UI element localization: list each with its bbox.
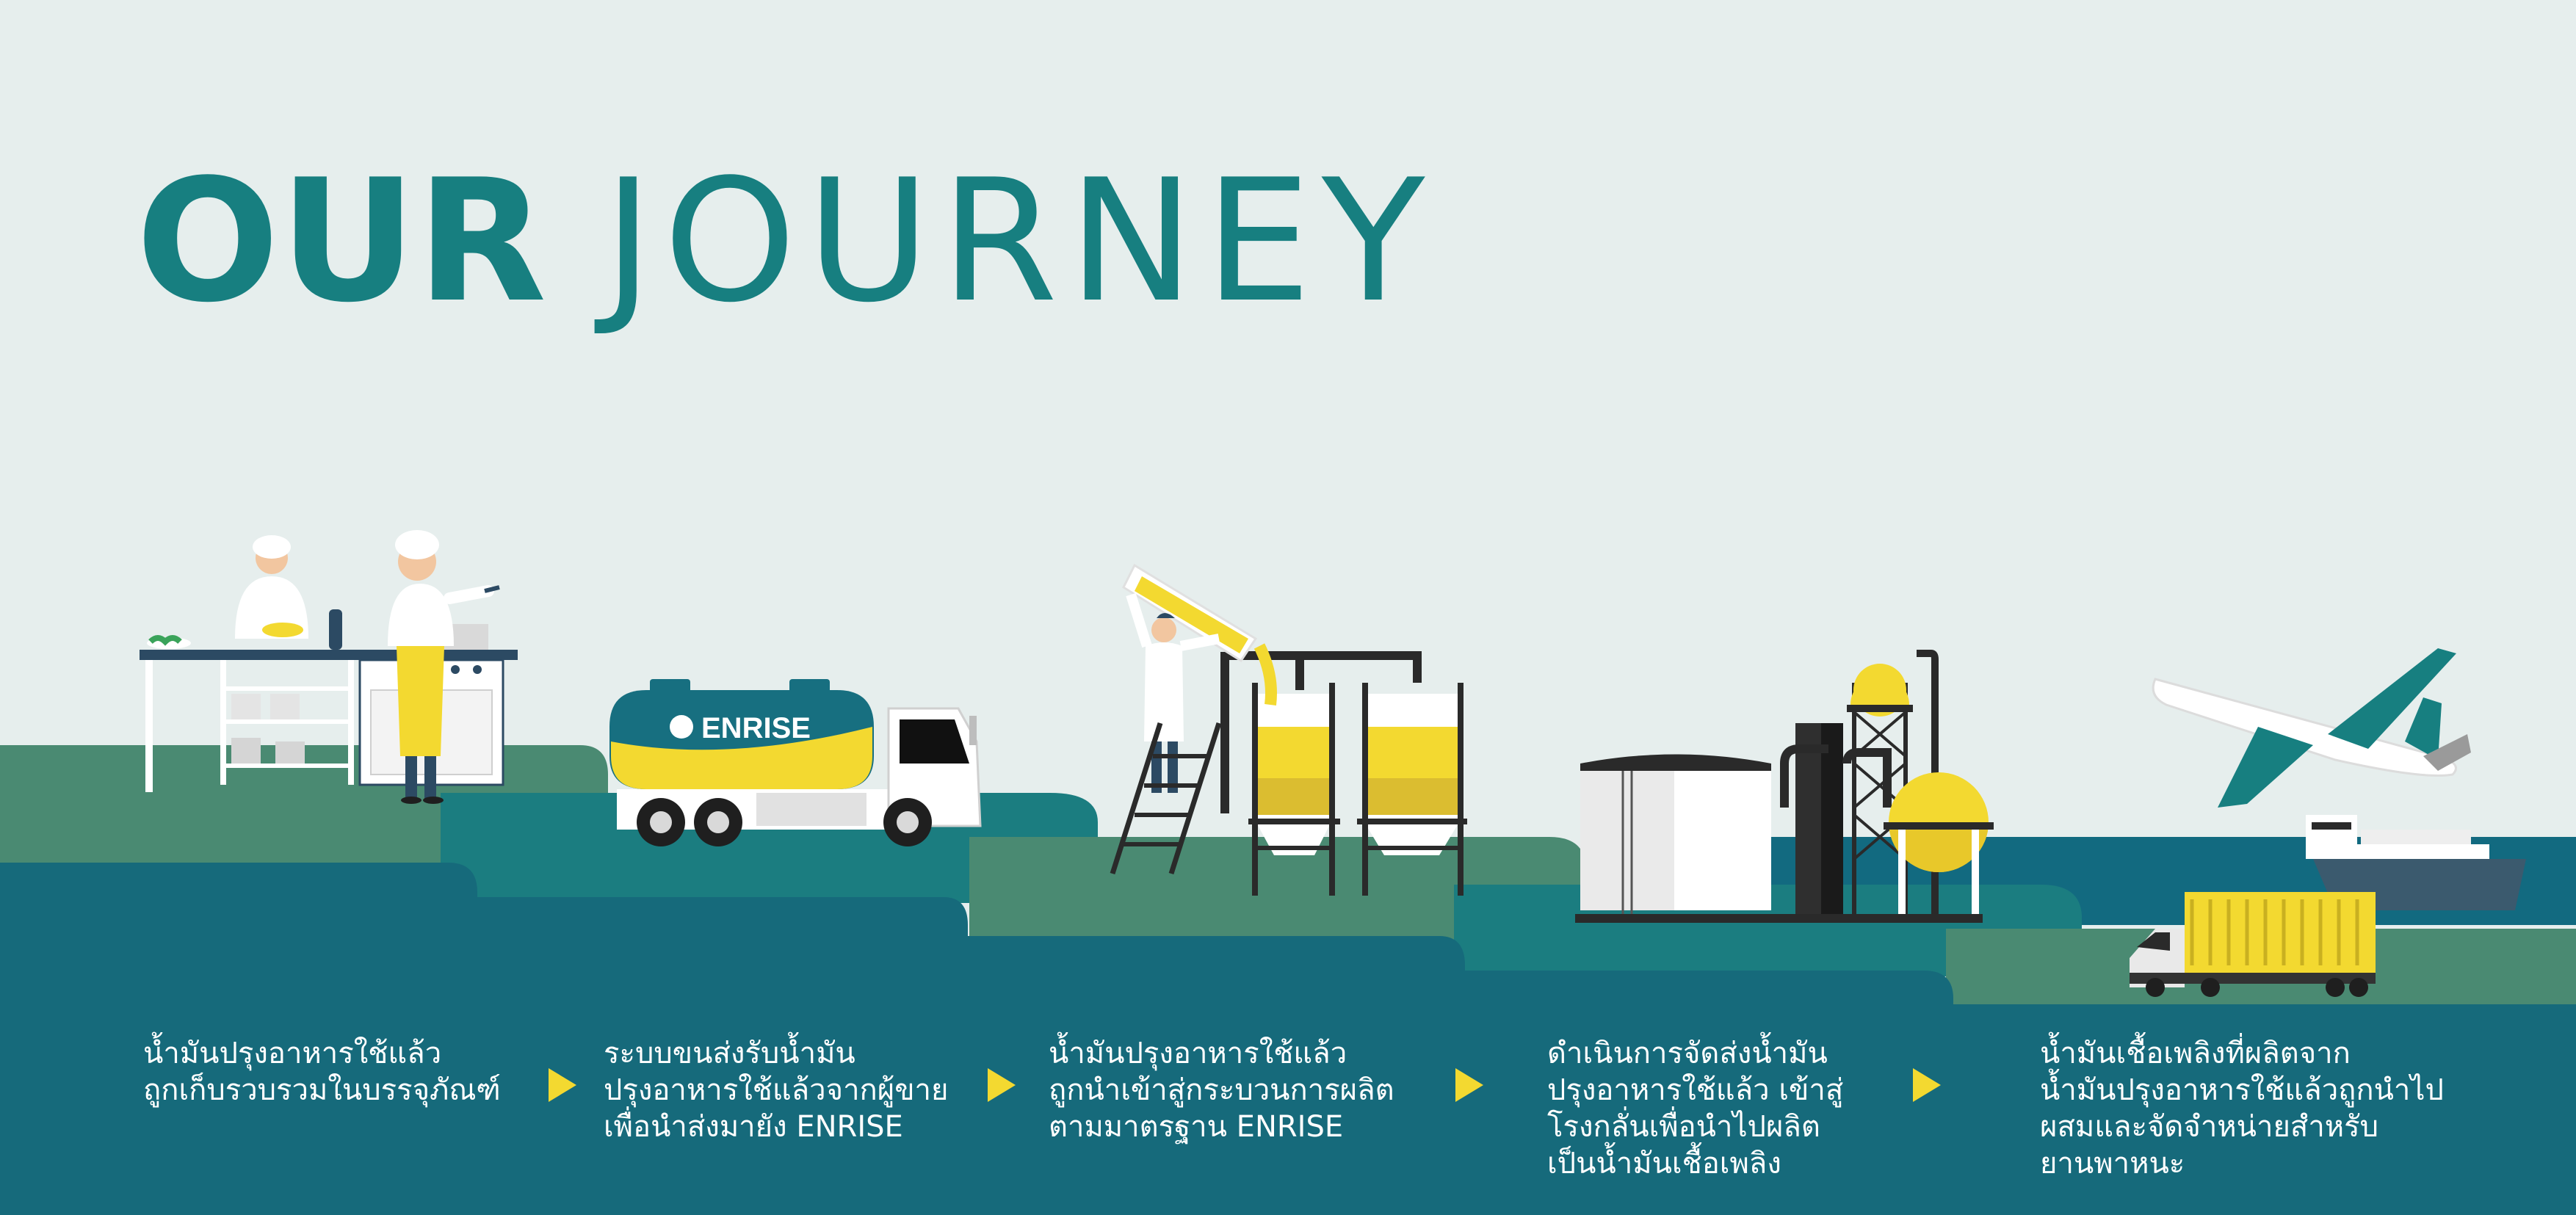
step-caption-5: น้ำมันเชื้อเพลิงที่ผลิตจาก น้ำมันปรุงอาห… (2040, 1035, 2444, 1182)
arrow-icon-3 (1455, 1068, 1483, 1102)
step-4-line-3: โรงกลั่นเพื่อนำไปผลิต (1547, 1110, 1820, 1144)
step-5-line-1: น้ำมันเชื้อเพลิงที่ผลิตจาก (2040, 1037, 2351, 1070)
step-1-line-1: น้ำมันปรุงอาหารใช้แล้ว (143, 1037, 442, 1070)
page-title: OUR JOURNEY (136, 158, 1435, 327)
title-bold-word: OUR (136, 144, 547, 340)
arrow-icon-4 (1913, 1068, 1941, 1102)
processing-plant (1110, 563, 1467, 896)
kitchen-scene (140, 530, 518, 804)
distribution-scene (2130, 648, 2526, 997)
arrow-icon-2 (988, 1068, 1016, 1102)
step-caption-4: ดำเนินการจัดส่งน้ำมัน ปรุงอาหารใช้แล้ว เ… (1547, 1035, 1843, 1182)
truck-brand-label: ENRISE (701, 712, 811, 744)
step-caption-1: น้ำมันปรุงอาหารใช้แล้ว ถูกเก็บรวบรวมในบร… (143, 1035, 501, 1109)
step-caption-2: ระบบขนส่งรับน้ำมัน ปรุงอาหารใช้แล้วจากผู… (604, 1035, 948, 1145)
step-1-line-2: ถูกเก็บรวบรวมในบรรจุภัณฑ์ (143, 1073, 501, 1107)
tanker-truck: ENRISE (609, 679, 982, 846)
step-2-line-2: ปรุงอาหารใช้แล้วจากผู้ขาย (604, 1073, 949, 1107)
step-2-line-3: เพื่อนำส่งมายัง ENRISE (604, 1110, 903, 1144)
step-caption-3: น้ำมันปรุงอาหารใช้แล้ว ถูกนำเข้าสู่กระบว… (1049, 1035, 1394, 1145)
step-3-line-2: ถูกนำเข้าสู่กระบวนการผลิต (1049, 1073, 1394, 1107)
step-5-line-4: ยานพาหนะ (2040, 1147, 2185, 1180)
terrain (0, 745, 2576, 1215)
refinery (1575, 650, 1994, 923)
step-5-line-3: ผสมและจัดจำหน่ายสำหรับ (2040, 1110, 2379, 1144)
arrow-icon-1 (549, 1068, 576, 1102)
step-4-line-2: ปรุงอาหารใช้แล้ว เข้าสู่ (1547, 1073, 1844, 1107)
step-2-line-1: ระบบขนส่งรับน้ำมัน (604, 1037, 855, 1070)
step-5-line-2: น้ำมันปรุงอาหารใช้แล้วถูกนำไป (2040, 1073, 2444, 1107)
step-3-line-3: ตามมาตรฐาน ENRISE (1049, 1110, 1344, 1144)
step-3-line-1: น้ำมันปรุงอาหารใช้แล้ว (1049, 1037, 1347, 1070)
title-light-word: JOURNEY (603, 144, 1436, 340)
step-4-line-4: เป็นน้ำมันเชื้อเพลิง (1547, 1147, 1781, 1180)
step-4-line-1: ดำเนินการจัดส่งน้ำมัน (1547, 1037, 1828, 1070)
